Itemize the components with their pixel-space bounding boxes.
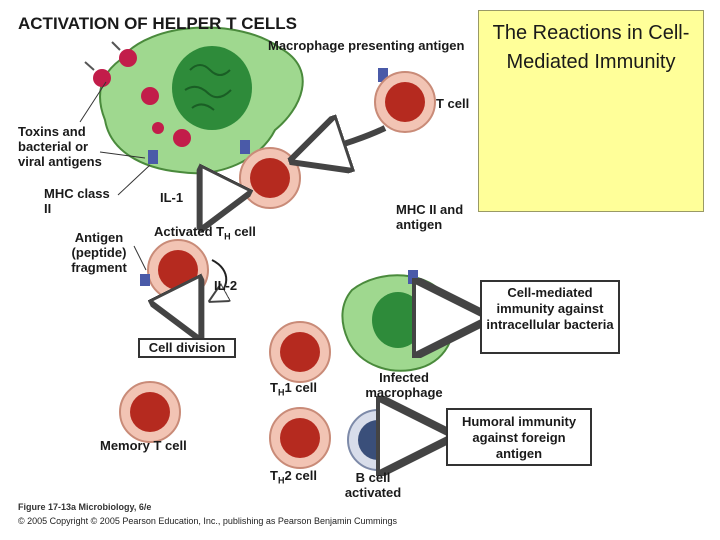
label-th2: TH2 cell (270, 468, 317, 486)
b-cell-activated (347, 409, 409, 471)
figure-title: ACTIVATION OF HELPER T CELLS (18, 14, 297, 33)
macrophage-presenting-antigen (99, 26, 304, 175)
slide-title: The Reactions in Cell-Mediated Immunity (492, 22, 690, 73)
label-b-cell: B cell activated (344, 470, 402, 500)
copyright-text: © 2005 Copyright © 2005 Pearson Educatio… (18, 516, 397, 526)
label-memory-t: Memory T cell (100, 438, 187, 453)
label-macrophage: Macrophage presenting antigen (268, 38, 465, 53)
activation-arrow (205, 198, 240, 220)
label-mhc-ii-antigen: MHC II and antigen (396, 202, 464, 232)
label-infected-macrophage: Infected macrophage (365, 370, 443, 400)
label-mhc-class-ii: MHC class II (44, 186, 110, 216)
label-toxins: Toxins and bacterial or viral antigens (18, 124, 102, 169)
th1-cell (269, 321, 331, 383)
il2-loop-arrow (212, 259, 226, 300)
humoral-immunity-box: Humoral immunity against foreign antigen (446, 408, 592, 466)
binding-arrow (300, 128, 387, 158)
label-antigen-fragment: Antigen (peptide) fragment (71, 230, 127, 275)
label-activated-th: Activated TH cell (154, 224, 256, 242)
cell-mediated-immunity-box: Cell-mediated immunity against intracell… (480, 280, 620, 354)
label-th1: TH1 cell (270, 380, 317, 398)
memory-t-cell (119, 381, 181, 443)
t-cell (374, 71, 436, 133)
antigen-particle-icon (84, 41, 191, 147)
t-cell-bound (239, 147, 301, 209)
cell-division-box: Cell division (138, 338, 236, 358)
division-arrow (182, 302, 196, 330)
label-t-cell: T cell (436, 96, 470, 111)
th2-cell (269, 407, 331, 469)
mhc-receptor-icon (148, 68, 388, 164)
infected-macrophage (341, 270, 455, 372)
slide-title-box: The Reactions in Cell-Mediated Immunity (478, 10, 704, 212)
label-il2: IL-2 (214, 278, 238, 293)
activated-th-cell (140, 239, 209, 301)
label-il1: IL-1 (160, 190, 184, 205)
figure-caption: Figure 17-13a Microbiology, 6/e (18, 502, 152, 512)
